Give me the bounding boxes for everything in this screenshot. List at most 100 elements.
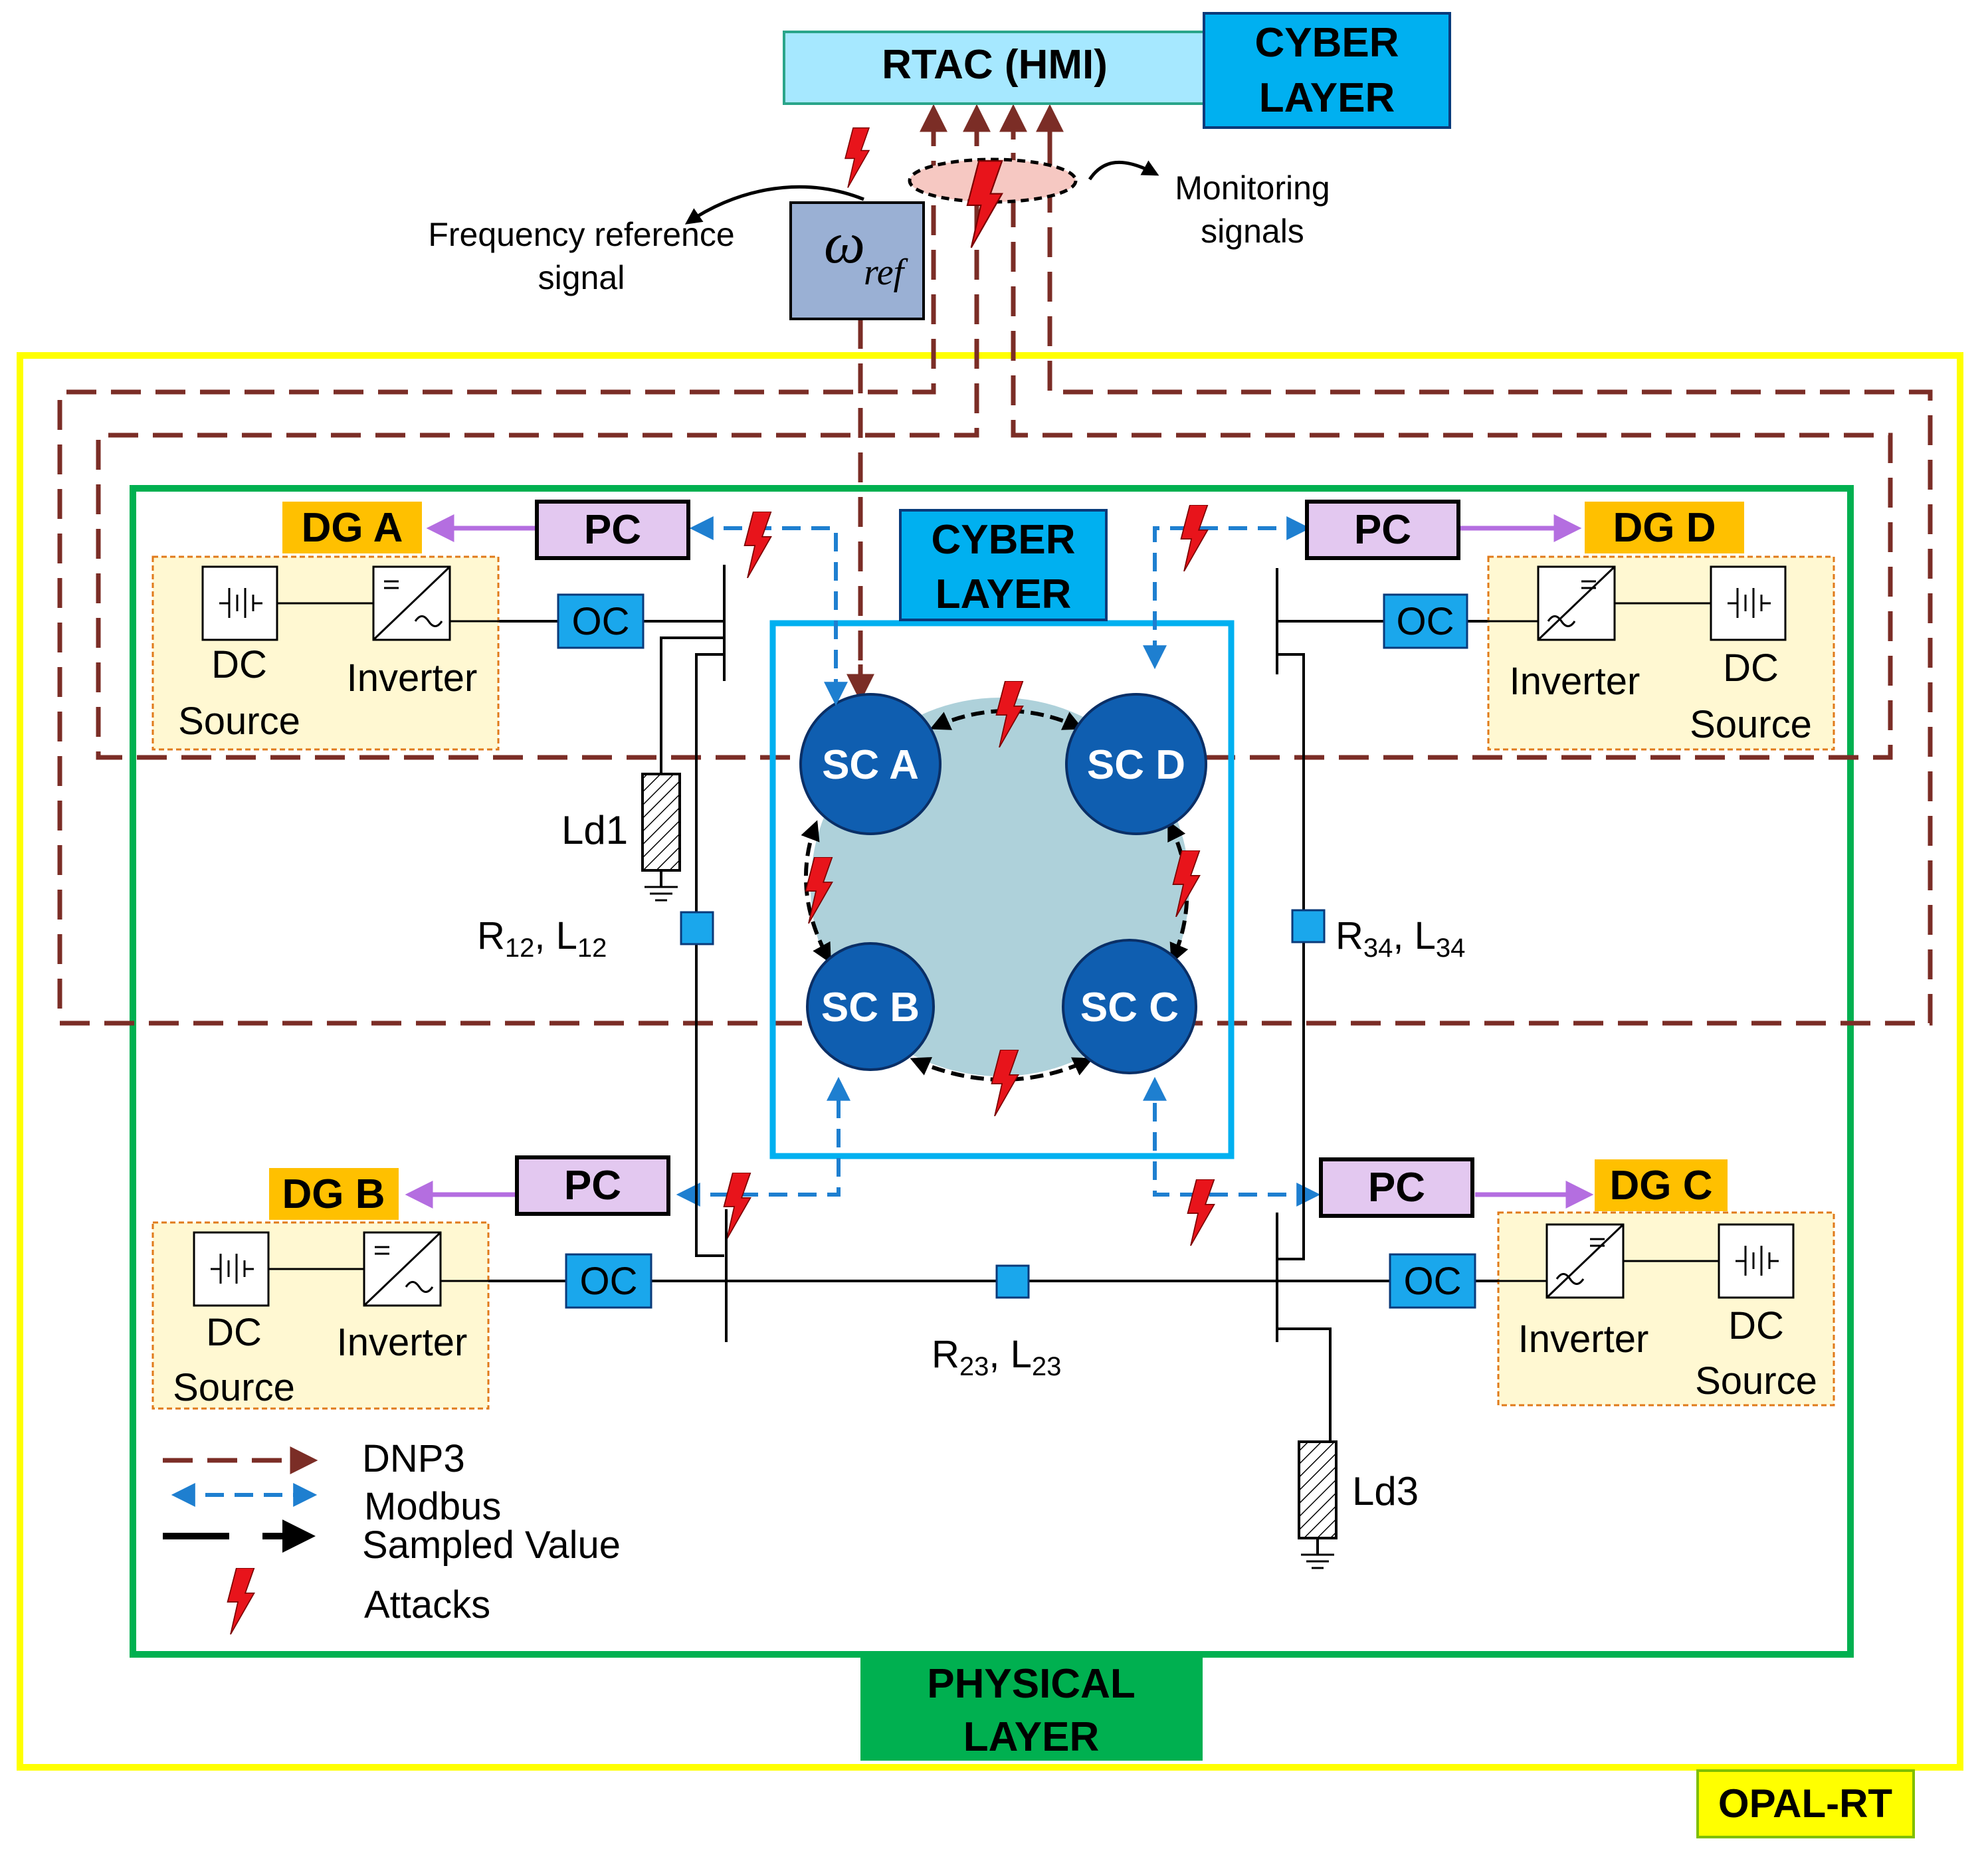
- top-cyber-layer-line2: LAYER: [1259, 75, 1395, 121]
- inverter-symbol: [363, 1231, 442, 1307]
- ground-icon: [645, 886, 678, 902]
- line12-left: [695, 653, 724, 1257]
- physical-layer-label-box: [860, 1654, 1203, 1761]
- legend-dnp3-label: DNP3: [362, 1437, 465, 1480]
- modbus-links: [676, 516, 1321, 1207]
- dg-c-pc-label: PC: [1368, 1165, 1425, 1211]
- line12-impedance: [680, 911, 714, 945]
- dg-c-group: Inverter DC Source OC PC DG C: [1319, 1157, 1835, 1407]
- line23-label: R23, L23: [932, 1333, 1061, 1381]
- modbus-pc-b: [676, 1076, 850, 1207]
- monitoring-callout-arrow: [1088, 160, 1159, 181]
- line23-l: , L: [989, 1333, 1032, 1376]
- freq-ref-label-line2: signal: [538, 259, 625, 296]
- dg-c-pc-box: [1319, 1157, 1474, 1218]
- dc-source-icon: [1718, 1223, 1795, 1299]
- rtac-hmi-label: RTAC (HMI): [882, 42, 1108, 88]
- line12-r-sub: 12: [505, 933, 535, 963]
- modbus-pc-c: [1143, 1076, 1321, 1207]
- attack-bolt-freq-ref: [845, 127, 870, 189]
- dg-b-label: DG B: [282, 1171, 385, 1217]
- load-ld1-label: Ld1: [561, 808, 628, 852]
- dg-d-pc-box: [1305, 500, 1460, 560]
- dg-c-oc-box: [1389, 1253, 1476, 1309]
- legend: DNP3 Modbus Sampled Value Attacks: [163, 1437, 621, 1634]
- load-ld3-label: Ld3: [1352, 1469, 1419, 1514]
- sc-c-circle: [1062, 939, 1197, 1074]
- load1-tap: [660, 636, 724, 774]
- sc-a-node: SC A: [799, 693, 942, 835]
- inverter-symbol: [372, 565, 451, 641]
- dg-d-inverter-label: Inverter: [1510, 660, 1640, 703]
- ground-icon: [1301, 1553, 1334, 1569]
- dg-c-label: DG C: [1610, 1163, 1713, 1209]
- link-sca-scd: [930, 709, 1084, 730]
- line23-l-sub: 23: [1032, 1352, 1062, 1381]
- attack-bolt-pc-c: [1187, 1179, 1215, 1246]
- dg-b-pc-box: [515, 1155, 670, 1216]
- line34-right: [1277, 653, 1305, 1260]
- omega-ref-subscript: ref: [864, 252, 909, 293]
- center-cyber-layer-line1: CYBER: [931, 517, 1075, 563]
- dg-d-oc-label: OC: [1397, 600, 1454, 643]
- dg-a-oc-box: [557, 593, 645, 649]
- dc-source-icon: [1710, 565, 1787, 641]
- line34-l: , L: [1393, 914, 1436, 957]
- battery-icon: [1728, 588, 1771, 618]
- line34-l-sub: 34: [1436, 933, 1466, 963]
- load-ld1: Ld1: [561, 773, 681, 902]
- sc-b-circle: [806, 942, 935, 1071]
- sc-b-label: SC B: [821, 985, 920, 1030]
- top-cyber-layer-box: [1203, 12, 1451, 129]
- opal-rt-frame: [17, 352, 1963, 1771]
- opal-rt-label: OPAL-RT: [1718, 1781, 1892, 1826]
- dc-source-icon: [201, 565, 278, 641]
- attack-bolt-pc-a: [744, 512, 772, 578]
- line12-r: R: [477, 914, 505, 957]
- sc-b-node: SC B: [806, 942, 935, 1071]
- dg-c-oc-label: OC: [1404, 1260, 1462, 1303]
- load-ld1-resistor: [641, 773, 681, 872]
- sc-d-circle: [1065, 693, 1207, 835]
- dg-d-oc-box: [1383, 593, 1468, 649]
- dg-d-label-box: [1585, 502, 1744, 553]
- legend-sampled-label: Sampled Value: [362, 1523, 621, 1567]
- dg-b-dc-label-line2: Source: [173, 1366, 295, 1409]
- load-ld3: Ld3: [1298, 1440, 1419, 1569]
- dg-c-dc-label-line2: Source: [1695, 1359, 1817, 1403]
- sc-a-circle: [799, 693, 942, 835]
- line12-l: , L: [534, 914, 577, 957]
- dg-d-label: DG D: [1613, 505, 1716, 551]
- battery-icon: [219, 588, 262, 618]
- dg-b-inverter-label: Inverter: [337, 1321, 468, 1364]
- monitoring-label-line2: signals: [1201, 213, 1304, 250]
- dg-c-inverter-label: Inverter: [1518, 1318, 1649, 1361]
- sc-d-label: SC D: [1087, 742, 1185, 788]
- inverter-symbol: [1537, 565, 1616, 641]
- dnp3-arrowheads: [846, 104, 1064, 702]
- line34-r: R: [1336, 914, 1363, 957]
- dg-a-group: DC Source Inverter OC DG A PC: [151, 500, 690, 751]
- physical-layer-label-line1: PHYSICAL: [927, 1661, 1135, 1707]
- sc-c-label: SC C: [1080, 985, 1179, 1030]
- inverter-symbol: [1545, 1223, 1625, 1299]
- dg-b-oc-box: [565, 1253, 652, 1309]
- attack-bolt-pc-d: [1180, 505, 1209, 571]
- dg-a-oc-label: OC: [572, 600, 630, 643]
- dg-c-dc-label-line1: DC: [1728, 1304, 1784, 1347]
- dc-source-icon: [193, 1231, 270, 1307]
- line23-r-sub: 23: [959, 1352, 989, 1381]
- modbus-pc-a: [689, 516, 848, 706]
- dg-c-label-box: [1595, 1159, 1728, 1211]
- freq-ref-callout-arrow: [684, 185, 864, 225]
- dg-b-dc-label-line1: DC: [206, 1311, 262, 1354]
- physical-layer-label-line2: LAYER: [963, 1714, 1099, 1760]
- dg-a-label: DG A: [302, 505, 403, 551]
- center-cyber-layer-line2: LAYER: [936, 571, 1071, 617]
- dg-d-group: Inverter DC Source OC PC DG D: [1305, 500, 1835, 751]
- legend-modbus-label: Modbus: [364, 1485, 501, 1528]
- attack-bolt-pc-b: [723, 1173, 751, 1239]
- dg-b-group: DC Source Inverter OC DG B PC: [151, 1155, 670, 1410]
- modbus-pc-d: [1143, 516, 1311, 670]
